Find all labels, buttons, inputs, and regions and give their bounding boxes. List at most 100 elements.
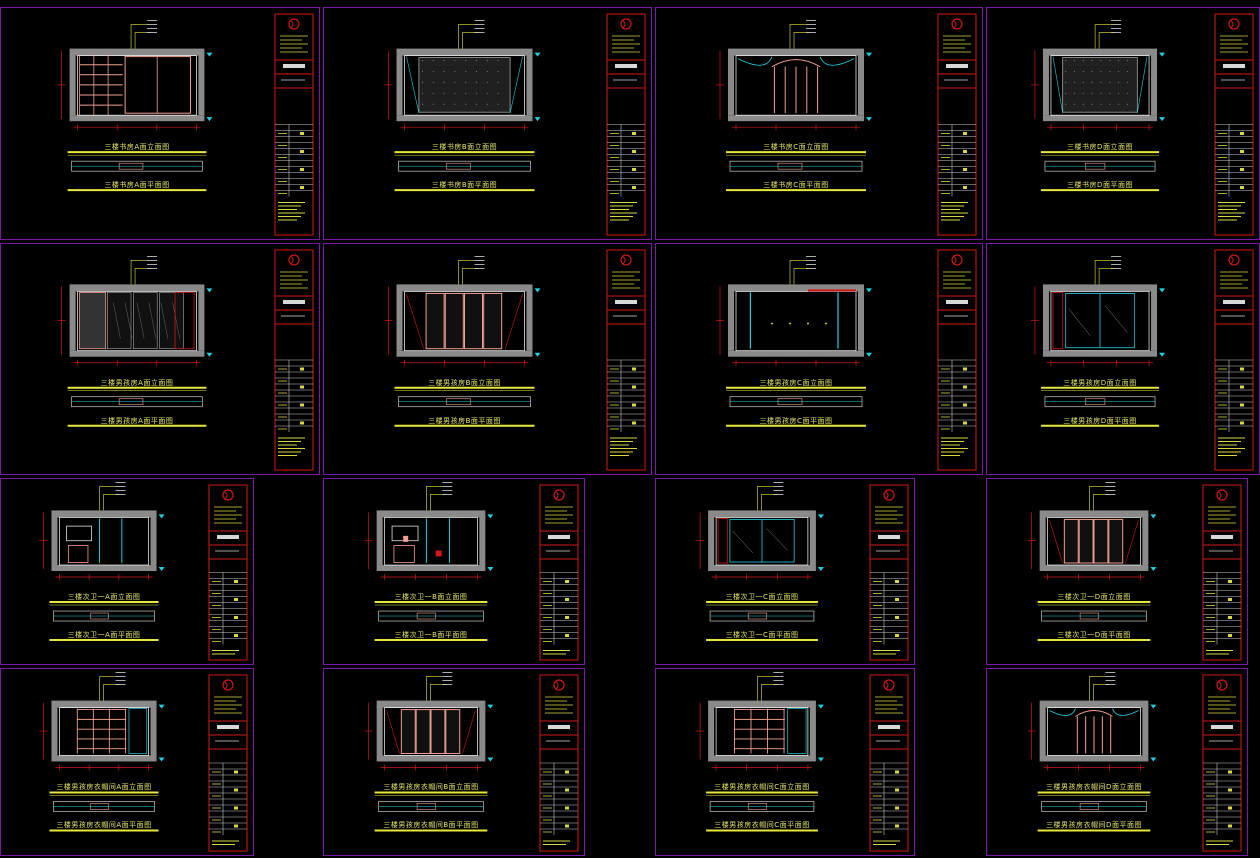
plan-title: 三楼次卫一C面平面图 [725, 631, 799, 640]
plan-drawing [1037, 801, 1151, 832]
sheet-r1c3[interactable]: 三楼书房C面立面图三楼书房C面平面图 [655, 7, 983, 240]
elevation-drawing [57, 255, 213, 391]
sheet-r1c1[interactable]: 三楼书房A面立面图三楼书房A面平面图 [0, 7, 320, 240]
drawing-sheet-graphics [39, 481, 248, 661]
plan-drawing [1040, 160, 1160, 192]
plan-title: 三楼男孩房衣帽间B面平面图 [383, 821, 479, 830]
plan-title: 三楼男孩房衣帽间C面平面图 [714, 821, 810, 830]
drawing-sheet-graphics [364, 672, 579, 852]
elevation-drawing [384, 255, 541, 391]
elevation-drawing [1027, 672, 1157, 796]
plan-title: 三楼男孩房B面平面图 [428, 416, 501, 425]
title-block [274, 13, 314, 236]
elevation-title: 三楼男孩房A面立面图 [100, 378, 174, 387]
drawing-sheet-graphics [57, 249, 314, 471]
elevation-drawing [716, 255, 872, 391]
title-block [539, 484, 579, 661]
drawing-sheet-graphics [39, 672, 248, 852]
elevation-title: 三楼书房A面立面图 [104, 143, 170, 152]
title-block [937, 13, 977, 236]
plan-title: 三楼书房D面平面图 [1067, 181, 1133, 190]
sheet-r2c3[interactable]: 三楼男孩房C面立面图三楼男孩房C面平面图 [655, 243, 983, 475]
plan-drawing [67, 396, 207, 427]
plan-drawing [706, 801, 818, 832]
title-block [539, 674, 579, 852]
plan-title: 三楼次卫一B面平面图 [394, 631, 468, 640]
sheet-r1c2[interactable]: 三楼书房B面立面图三楼书房B面平面图 [323, 7, 652, 240]
drawing-sheet-graphics [364, 481, 579, 661]
plan-drawing [706, 610, 818, 642]
plan-title: 三楼书房C面平面图 [763, 181, 829, 190]
drawing-sheet-graphics [1030, 249, 1254, 471]
sheet-r3c1[interactable]: 三楼次卫一A面立面图三楼次卫一A面平面图 [0, 478, 254, 665]
elevation-title: 三楼书房C面立面图 [763, 143, 829, 152]
plan-drawing [1037, 610, 1151, 642]
drawing-sheet-graphics [1027, 481, 1242, 661]
plan-drawing [726, 160, 866, 192]
title-block [606, 249, 646, 471]
elevation-drawing [1030, 20, 1166, 156]
plan-drawing [49, 801, 159, 832]
elevation-drawing [716, 20, 872, 156]
elevation-drawing [696, 481, 824, 606]
drawing-sheet-graphics [716, 249, 977, 471]
drawing-sheet-graphics [384, 13, 646, 236]
sheet-r4c1[interactable]: 三楼男孩房衣帽间A面立面图三楼男孩房衣帽间A面平面图 [0, 668, 254, 856]
sheet-r2c1[interactable]: 三楼男孩房A面立面图三楼男孩房A面平面图 [0, 243, 320, 475]
plan-drawing [1040, 396, 1160, 427]
drawing-sheet-graphics [384, 249, 646, 471]
elevation-drawing [39, 481, 165, 606]
sheet-r4c4[interactable]: 三楼男孩房衣帽间D面立面图三楼男孩房衣帽间D面平面图 [986, 668, 1248, 856]
plan-title: 三楼男孩房A面平面图 [100, 416, 174, 425]
plan-drawing [394, 160, 535, 192]
sheet-r3c2[interactable]: 三楼次卫一B面立面图三楼次卫一B面平面图 [323, 478, 585, 665]
plan-drawing [726, 396, 866, 427]
plan-title: 三楼书房A面平面图 [104, 181, 170, 190]
elevation-title: 三楼男孩房衣帽间C面立面图 [714, 783, 810, 792]
elevation-title: 三楼男孩房B面立面图 [428, 378, 501, 387]
elevation-drawing [364, 672, 494, 796]
sheet-r2c2[interactable]: 三楼男孩房B面立面图三楼男孩房B面平面图 [323, 243, 652, 475]
title-block [208, 484, 248, 661]
sheet-r3c4[interactable]: 三楼次卫一D面立面图三楼次卫一D面平面图 [986, 478, 1248, 665]
elevation-drawing [1027, 481, 1157, 606]
sheet-r2c4[interactable]: 三楼男孩房D面立面图三楼男孩房D面平面图 [986, 243, 1260, 475]
title-block [1214, 13, 1254, 236]
sheet-r4c3[interactable]: 三楼男孩房衣帽间C面立面图三楼男孩房衣帽间C面平面图 [655, 668, 915, 856]
drawing-sheet-graphics [696, 481, 909, 661]
elevation-drawing [384, 20, 541, 156]
title-block [274, 249, 314, 471]
elevation-drawing [57, 20, 213, 156]
title-block [1202, 484, 1242, 661]
plan-title: 三楼男孩房C面平面图 [759, 416, 833, 425]
elevation-title: 三楼次卫一C面立面图 [725, 593, 799, 602]
elevation-title: 三楼书房B面立面图 [431, 143, 498, 152]
drawing-sheet-graphics [1030, 13, 1254, 236]
title-block [208, 674, 248, 852]
plan-drawing [374, 801, 488, 832]
plan-title: 三楼男孩房D面平面图 [1063, 416, 1137, 425]
elevation-title: 三楼男孩房C面立面图 [759, 378, 833, 387]
title-block [869, 674, 909, 852]
plan-title: 三楼书房B面平面图 [431, 181, 498, 190]
sheet-r1c4[interactable]: 三楼书房D面立面图三楼书房D面平面图 [986, 7, 1260, 240]
title-block [1214, 249, 1254, 471]
plan-title: 三楼次卫一A面平面图 [67, 631, 141, 640]
elevation-title: 三楼次卫一D面立面图 [1057, 593, 1131, 602]
elevation-title: 三楼男孩房衣帽间A面立面图 [56, 783, 152, 792]
sheet-r4c2[interactable]: 三楼男孩房衣帽间B面立面图三楼男孩房衣帽间B面平面图 [323, 668, 585, 856]
title-block [606, 13, 646, 236]
plan-title: 三楼男孩房衣帽间A面平面图 [56, 821, 152, 830]
elevation-drawing [364, 481, 494, 606]
plan-drawing [394, 396, 535, 427]
elevation-drawing [39, 672, 165, 796]
elevation-drawing [696, 672, 824, 796]
elevation-title: 三楼书房D面立面图 [1067, 143, 1133, 152]
elevation-title: 三楼次卫一A面立面图 [67, 593, 141, 602]
elevation-title: 三楼次卫一B面立面图 [394, 593, 468, 602]
sheet-r3c3[interactable]: 三楼次卫一C面立面图三楼次卫一C面平面图 [655, 478, 915, 665]
elevation-title: 三楼男孩房D面立面图 [1063, 378, 1137, 387]
elevation-title: 三楼男孩房衣帽间B面立面图 [383, 783, 479, 792]
drawing-sheet-graphics [696, 672, 909, 852]
